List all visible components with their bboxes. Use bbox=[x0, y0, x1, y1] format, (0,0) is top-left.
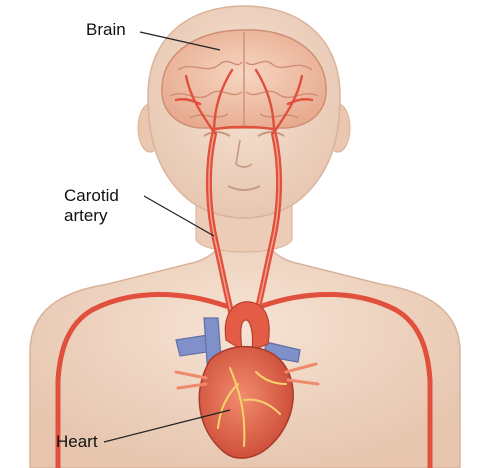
brain-label: Brain bbox=[86, 20, 126, 40]
heart-label: Heart bbox=[56, 432, 98, 452]
carotid-artery-label: Carotid artery bbox=[64, 186, 164, 226]
